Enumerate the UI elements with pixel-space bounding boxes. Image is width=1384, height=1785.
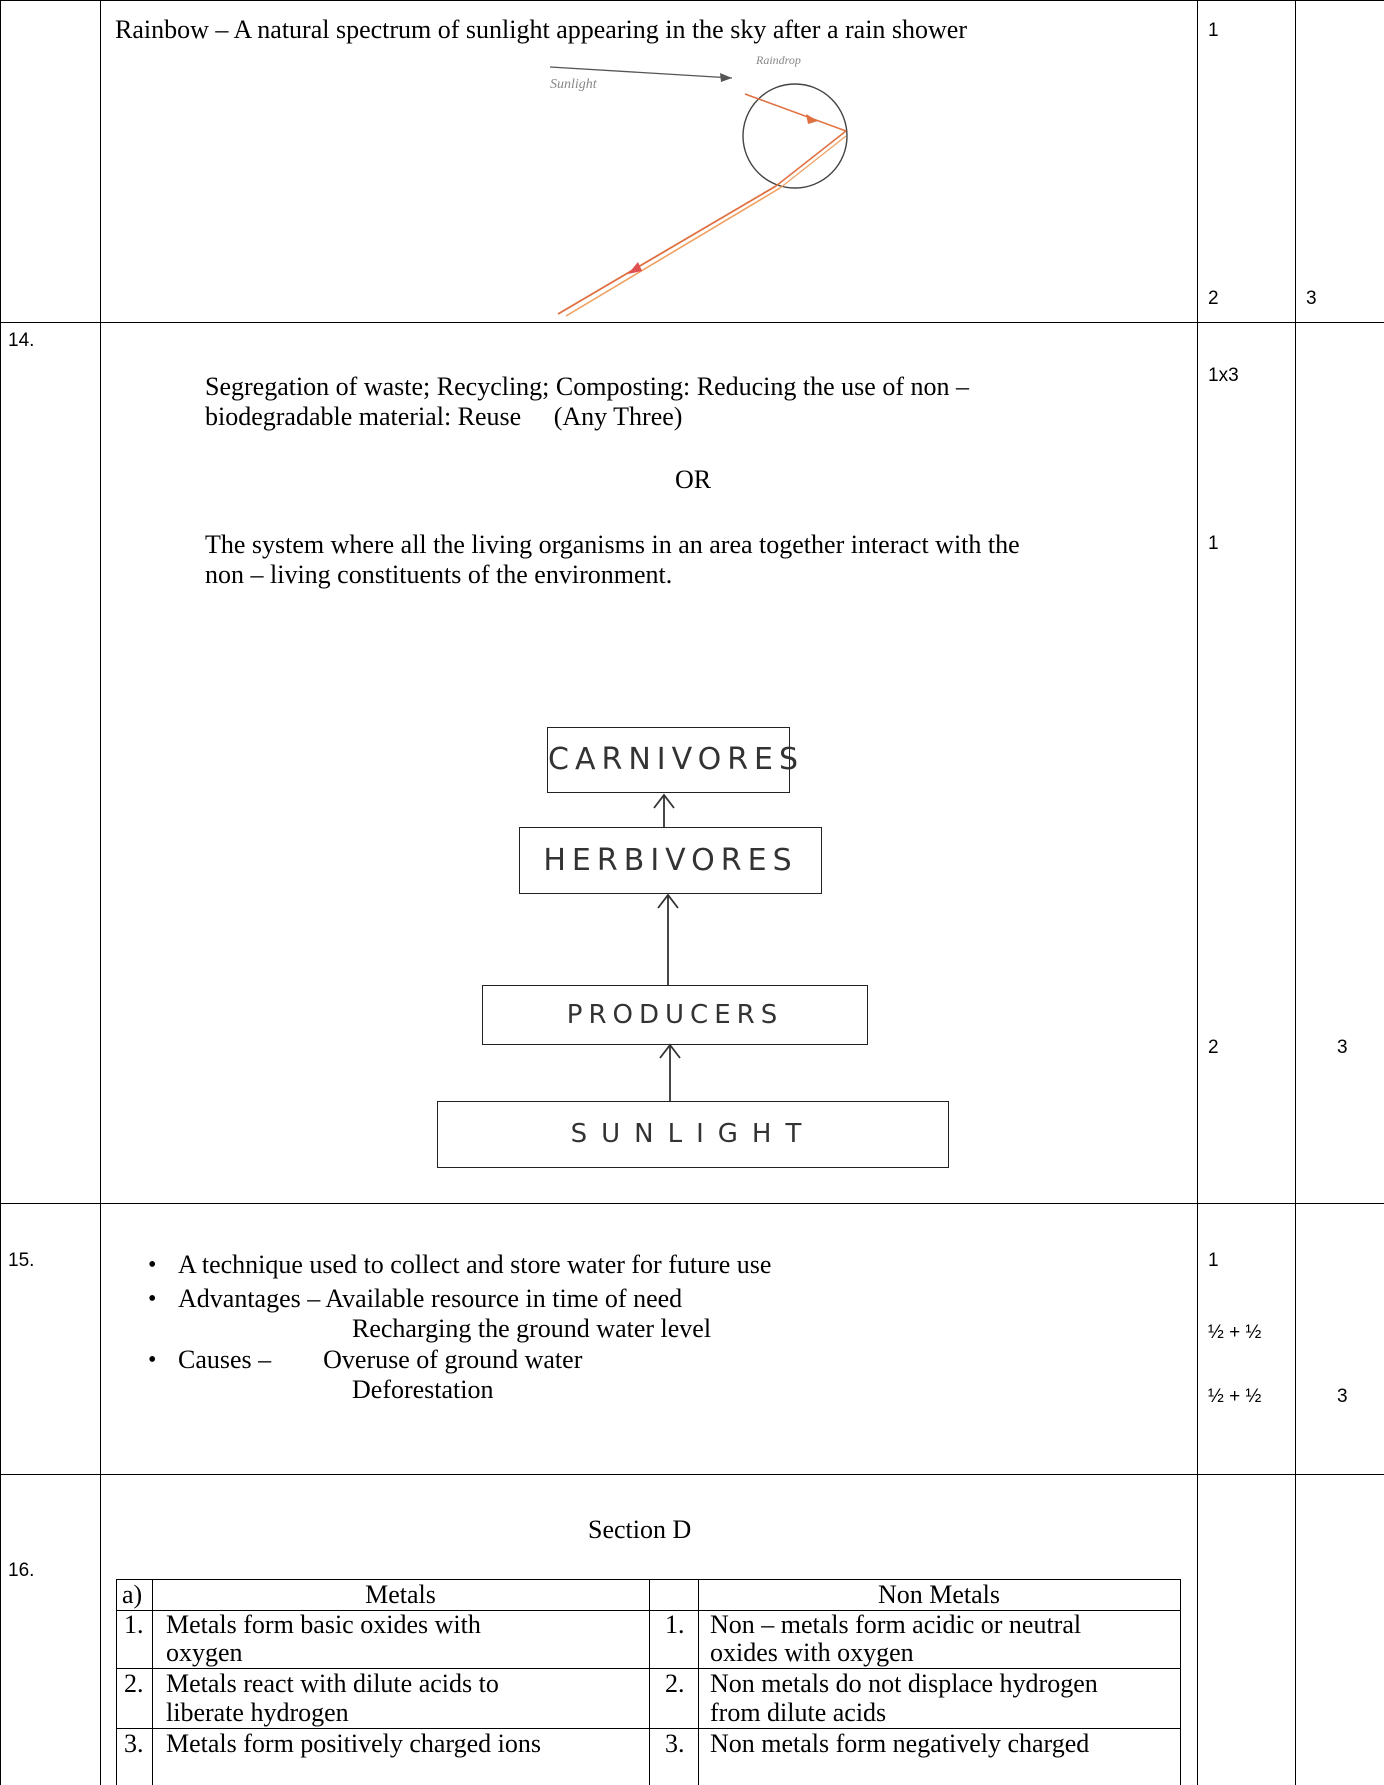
bullet-icon: • <box>148 1286 157 1312</box>
food-chain-sunlight: SUNLIGHT <box>437 1101 949 1168</box>
raindrop-circle <box>742 83 848 189</box>
row14-mark-2: 2 <box>1208 1037 1219 1058</box>
reflected-ray-2 <box>779 135 847 189</box>
incident-ray <box>549 66 733 79</box>
emergent-ray-red <box>557 185 777 315</box>
question-number-15: 15. <box>8 1250 35 1271</box>
row15-mark-1: 1 <box>1208 1250 1219 1271</box>
header-metals: Metals <box>365 1580 436 1609</box>
row13-mark-2: 2 <box>1208 288 1219 309</box>
col-line-left <box>0 0 1 1785</box>
row-line-13-14 <box>0 322 1384 323</box>
causes-line-1: Causes – Overuse of ground water <box>178 1345 583 1374</box>
header-non-metals: Non Metals <box>877 1580 1001 1609</box>
bullet-icon: • <box>148 1252 157 1278</box>
emergent-ray-violet <box>565 187 781 317</box>
ecosystem-definition-line-1: The system where all the living organism… <box>205 530 1020 559</box>
waste-management-line-2: biodegradable material: Reuse (Any Three… <box>205 402 683 431</box>
table-row-number: 2. <box>124 1669 144 1698</box>
row13-mark-1: 1 <box>1208 20 1219 41</box>
part-label: a) <box>122 1580 143 1609</box>
table-row-number: 3. <box>124 1729 144 1758</box>
food-chain-arrows <box>653 793 681 1101</box>
food-chain-herbivores: HERBIVORES <box>519 827 822 894</box>
row15-mark-half-2: ½ + ½ <box>1208 1386 1262 1407</box>
row15-total: 3 <box>1337 1386 1348 1407</box>
metals-cell-line: Metals form positively charged ions <box>166 1729 542 1758</box>
question-number-16: 16. <box>8 1560 35 1581</box>
section-heading: Section D <box>588 1515 692 1544</box>
row-line-15-16 <box>0 1474 1384 1475</box>
refracted-arrow <box>806 114 818 124</box>
nonmetals-cell-line: Non metals do not displace hydrogen <box>710 1669 1098 1698</box>
col-line-total <box>1295 0 1296 1785</box>
table-row-number: 1. <box>124 1610 144 1639</box>
emergent-arrow <box>628 262 642 274</box>
col-line-marks <box>1197 0 1198 1785</box>
rainwater-harvesting-definition: A technique used to collect and store wa… <box>178 1250 772 1279</box>
bullet-icon: • <box>148 1347 157 1373</box>
reflected-ray <box>775 130 847 187</box>
metals-cell-line: liberate hydrogen <box>166 1698 349 1727</box>
ecosystem-definition-line-2: non – living constituents of the environ… <box>205 560 673 589</box>
food-chain-producers: PRODUCERS <box>482 985 868 1045</box>
refracted-ray <box>744 93 847 132</box>
rainbow-definition: Rainbow – A natural spectrum of sunlight… <box>115 15 968 44</box>
advantages-line-2: Recharging the ground water level <box>352 1314 712 1343</box>
question-number-14: 14. <box>8 330 35 351</box>
row-line-top <box>0 0 1384 1</box>
nonmetals-cell-line: from dilute acids <box>710 1698 887 1727</box>
row14-mark-1x3: 1x3 <box>1208 365 1239 386</box>
rainbow-raindrop-diagram: Sunlight Raindrop <box>549 53 848 317</box>
raindrop-label: Raindrop <box>755 53 801 67</box>
metals-cell-line: Metals form basic oxides with <box>166 1610 481 1639</box>
or-separator: OR <box>675 465 712 494</box>
table-row-number: 3. <box>665 1729 685 1758</box>
incident-arrow <box>720 73 732 82</box>
col-line-number <box>100 0 101 1785</box>
advantages-line-1: Advantages – Available resource in time … <box>178 1284 683 1313</box>
table-row-number: 2. <box>665 1669 685 1698</box>
metals-cell-line: oxygen <box>166 1638 243 1667</box>
metals-cell-line: Metals react with dilute acids to <box>166 1669 499 1698</box>
row13-total: 3 <box>1306 288 1317 309</box>
row14-mark-1: 1 <box>1208 533 1219 554</box>
nonmetals-cell-line: Non metals form negatively charged <box>710 1729 1090 1758</box>
waste-management-line-1: Segregation of waste; Recycling; Compost… <box>205 372 969 401</box>
row14-total: 3 <box>1337 1037 1348 1058</box>
food-chain-carnivores: CARNIVORES <box>547 727 798 793</box>
nonmetals-cell-line: oxides with oxygen <box>710 1638 914 1667</box>
causes-line-2: Deforestation <box>352 1375 494 1404</box>
nonmetals-cell-line: Non – metals form acidic or neutral <box>710 1610 1082 1639</box>
table-row-number: 1. <box>665 1610 685 1639</box>
row-line-14-15 <box>0 1203 1384 1204</box>
row15-mark-half-1: ½ + ½ <box>1208 1322 1262 1343</box>
sunlight-label: Sunlight <box>550 77 598 92</box>
